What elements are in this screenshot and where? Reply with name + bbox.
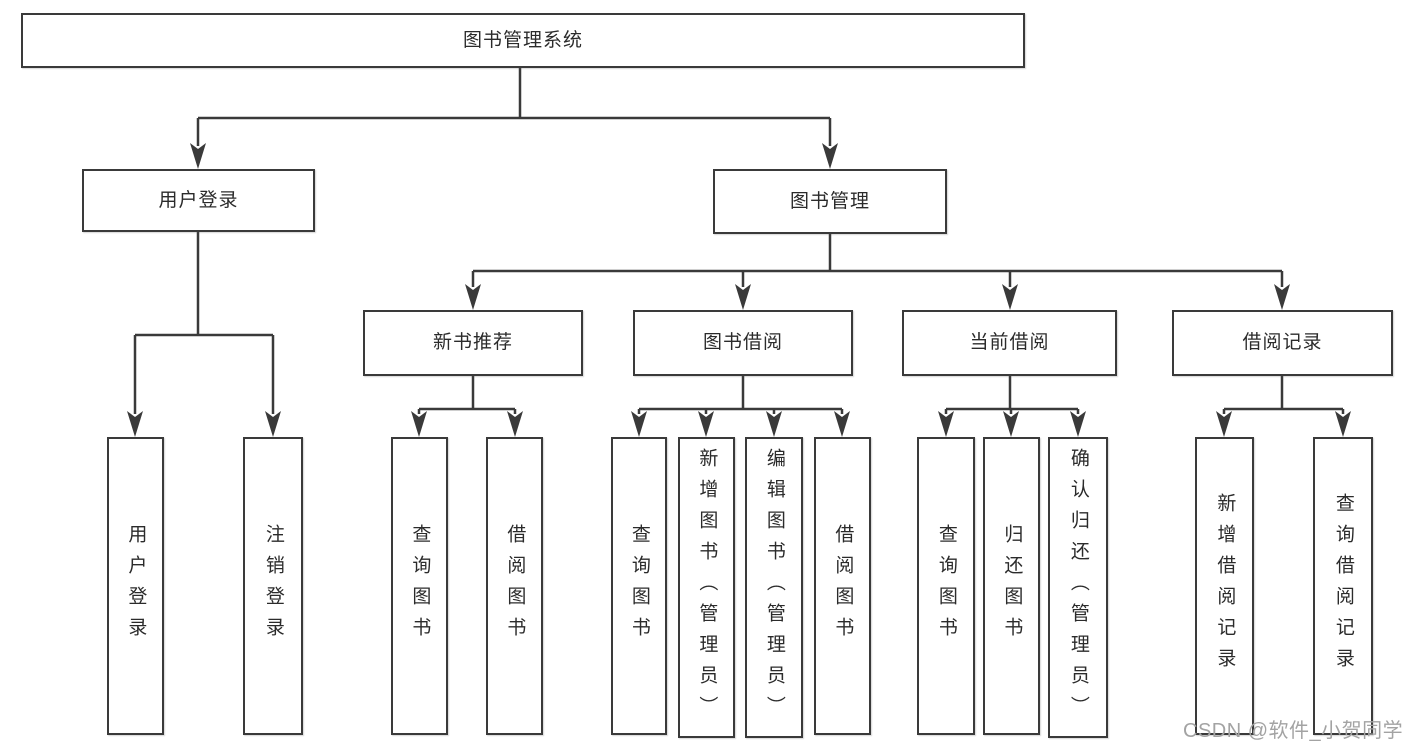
node-root-label: 图书管理系统 — [462, 29, 583, 51]
node-new-book-recommendation: 新书推荐 — [363, 310, 583, 376]
connector-book-borrow-children — [637, 376, 844, 414]
node-book-borrowing-label: 图书借阅 — [702, 332, 783, 354]
leaf-newbook-query-books: 查询图书 — [391, 437, 448, 735]
leaf-borrowing-add-books-admin: 新增图书（管理员） — [678, 437, 735, 738]
leaf-borrowing-edit-books-admin: 编辑图书（管理员） — [745, 437, 803, 738]
watermark-text: CSDN @软件_小贺同学 — [1183, 720, 1404, 742]
node-book-management: 图书管理 — [713, 169, 947, 234]
leaf-records-query-record-label: 查询借阅记录 — [1332, 493, 1354, 679]
node-book-borrowing: 图书借阅 — [633, 310, 853, 376]
node-new-book-recommendation-label: 新书推荐 — [432, 332, 513, 354]
leaf-current-confirm-return-admin-label: 确认归还（管理员） — [1067, 448, 1089, 727]
leaf-user-login-label: 用户登录 — [125, 524, 147, 648]
leaf-records-add-record: 新增借阅记录 — [1195, 437, 1254, 735]
leaf-borrowing-edit-books-admin-label: 编辑图书（管理员） — [763, 448, 785, 727]
node-current-borrowing: 当前借阅 — [902, 310, 1117, 376]
leaf-current-confirm-return-admin: 确认归还（管理员） — [1048, 437, 1108, 738]
leaf-newbook-borrow-books: 借阅图书 — [486, 437, 543, 735]
leaf-records-add-record-label: 新增借阅记录 — [1214, 493, 1236, 679]
leaf-user-login: 用户登录 — [107, 437, 164, 735]
leaf-current-return-books-label: 归还图书 — [1001, 524, 1023, 648]
node-borrowing-records: 借阅记录 — [1172, 310, 1393, 376]
leaf-logout: 注销登录 — [243, 437, 303, 735]
leaf-borrowing-borrow-books-label: 借阅图书 — [832, 524, 854, 648]
leaf-borrowing-borrow-books: 借阅图书 — [814, 437, 871, 735]
leaf-current-query-books-label: 查询图书 — [935, 524, 957, 648]
connector-root-to-level2 — [196, 68, 832, 146]
leaf-newbook-query-books-label: 查询图书 — [409, 524, 431, 648]
connector-book-management-children — [471, 234, 1284, 287]
leaf-borrowing-add-books-admin-label: 新增图书（管理员） — [696, 448, 718, 727]
node-book-management-label: 图书管理 — [789, 190, 870, 212]
node-current-borrowing-label: 当前借阅 — [969, 332, 1050, 354]
leaf-logout-label: 注销登录 — [262, 524, 284, 648]
connector-current-borrow-children — [944, 376, 1080, 414]
node-borrowing-records-label: 借阅记录 — [1242, 332, 1323, 354]
node-user-login-label: 用户登录 — [158, 189, 239, 211]
connector-borrow-record-children — [1222, 376, 1345, 414]
connector-new-book-children — [417, 376, 517, 414]
leaf-records-query-record: 查询借阅记录 — [1313, 437, 1373, 735]
leaf-current-return-books: 归还图书 — [983, 437, 1040, 735]
leaf-newbook-borrow-books-label: 借阅图书 — [504, 524, 526, 648]
node-user-login: 用户登录 — [82, 169, 315, 232]
node-root: 图书管理系统 — [21, 13, 1025, 68]
leaf-borrowing-query-books-label: 查询图书 — [628, 524, 650, 648]
leaf-borrowing-query-books: 查询图书 — [611, 437, 667, 735]
connector-user-login-children — [133, 232, 275, 414]
arrowheads — [127, 143, 1351, 437]
leaf-current-query-books: 查询图书 — [917, 437, 975, 735]
